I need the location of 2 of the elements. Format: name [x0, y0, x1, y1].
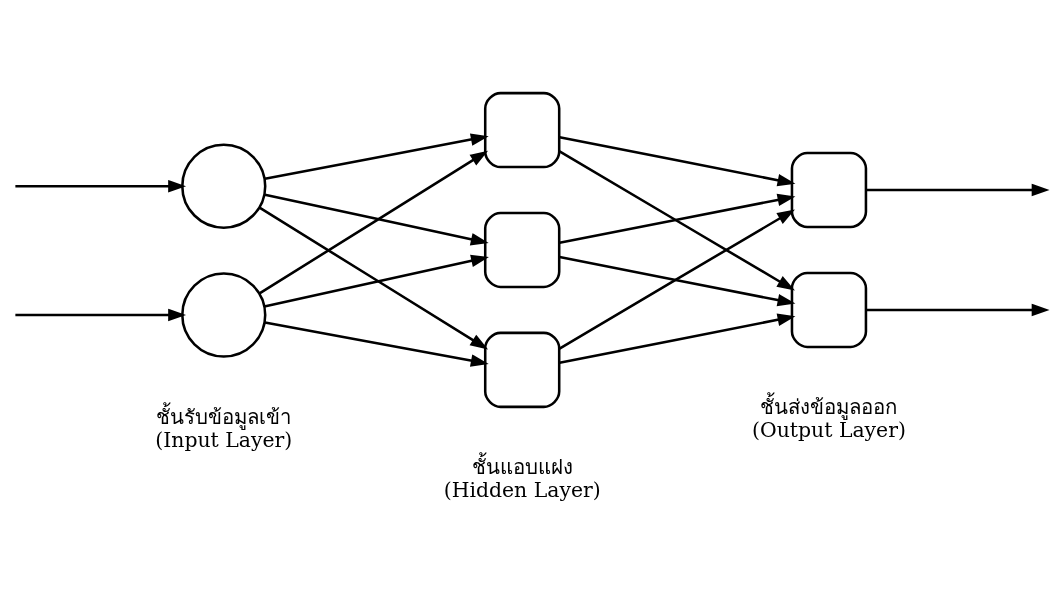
label: (Hidden Layer)	[443, 477, 601, 502]
label: ชั้นแอบแฝง	[471, 454, 573, 479]
